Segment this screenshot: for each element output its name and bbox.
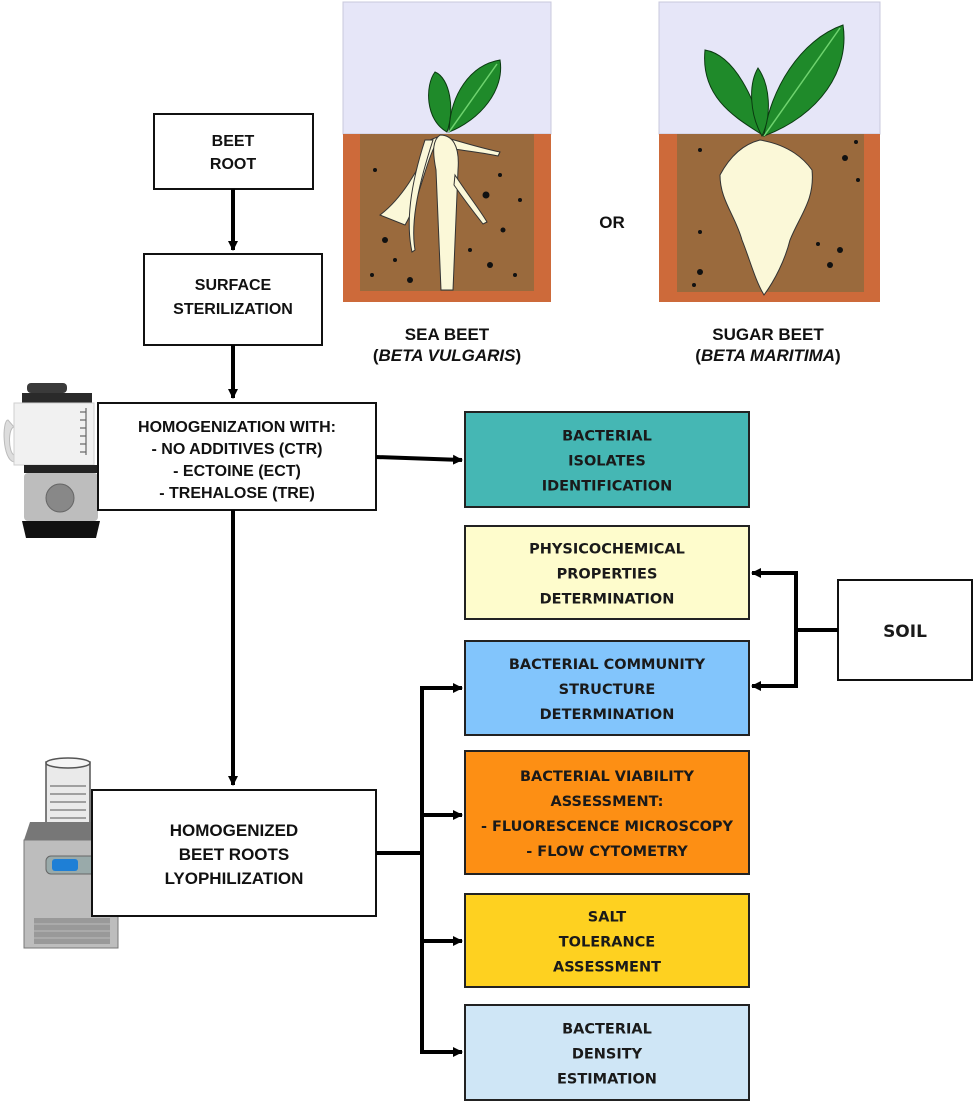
lyophilization-line: LYOPHILIZATION	[165, 869, 304, 888]
lyophilization-line: HOMOGENIZED	[170, 821, 298, 840]
sugar-beet-illustration	[658, 1, 881, 302]
analysis-box-line: BACTERIAL	[562, 429, 652, 445]
analysis-box-line: ASSESSMENT:	[551, 794, 664, 810]
analysis-box-line: PHYSICOCHEMICAL	[529, 542, 685, 558]
analysis-box-line: DETERMINATION	[540, 707, 675, 723]
sea-beet-label: SEA BEET	[405, 325, 490, 344]
analysis-box-line: ESTIMATION	[557, 1072, 657, 1088]
analysis-box-line: BACTERIAL	[562, 1022, 652, 1038]
homogenization-line: - TREHALOSE (TRE)	[159, 485, 315, 502]
analysis-box-line: ISOLATES	[568, 454, 646, 470]
analysis-box-background	[464, 750, 750, 875]
analysis-box-physicochemical: PHYSICOCHEMICAL PROPERTIES DETERMINATION	[464, 525, 750, 620]
lyophilization-branch-connector	[376, 683, 463, 1057]
analysis-box-line: ASSESSMENT	[553, 960, 661, 976]
analysis-box-background	[464, 525, 750, 620]
analysis-box-density: BACTERIAL DENSITY ESTIMATION	[464, 1004, 750, 1101]
homogenization-line: HOMOGENIZATION WITH:	[138, 419, 336, 436]
homogenization-box: HOMOGENIZATION WITH: - NO ADDITIVES (CTR…	[97, 402, 377, 511]
analysis-box-background	[464, 893, 750, 988]
beet-root-line: BEET	[212, 133, 255, 150]
analysis-box-line: IDENTIFICATION	[542, 479, 673, 495]
beet-root-line: ROOT	[210, 156, 256, 173]
analysis-boxes: BACTERIAL ISOLATES IDENTIFICATION PHYSICOCH…	[464, 411, 750, 1101]
analysis-box-line: BACTERIAL COMMUNITY	[509, 657, 706, 673]
analysis-box-background	[464, 640, 750, 736]
analysis-box-isolates: BACTERIAL ISOLATES IDENTIFICATION	[464, 411, 750, 508]
analysis-box-background	[464, 1004, 750, 1101]
soil-branch-connector	[751, 568, 838, 691]
sea-beet-latin: (BETA VULGARIS)	[373, 346, 521, 365]
sterilization-line: SURFACE	[195, 277, 272, 294]
analysis-box-line: TOLERANCE	[559, 935, 655, 951]
soil-box: SOIL	[837, 579, 973, 681]
analysis-box-line: - FLUORESCENCE MICROSCOPY	[481, 819, 734, 835]
analysis-box-line: - FLOW CYTOMETRY	[526, 844, 688, 860]
arrow-to-isolates	[375, 454, 463, 465]
analysis-box-background	[464, 411, 750, 508]
analysis-box-line: DETERMINATION	[540, 592, 675, 608]
homogenization-line: - ECTOINE (ECT)	[173, 463, 301, 480]
analysis-box-salt: SALT TOLERANCE ASSESSMENT	[464, 893, 750, 988]
beet-root-box: BEET ROOT	[153, 113, 314, 190]
sugar-beet-latin: (BETA MARITIMA)	[695, 346, 840, 365]
analysis-box-line: DENSITY	[572, 1047, 643, 1063]
analysis-box-line: SALT	[588, 910, 627, 926]
surface-sterilization-box: SURFACE STERILIZATION	[143, 253, 323, 346]
analysis-box-line: STRUCTURE	[559, 682, 656, 698]
homogenization-line: - NO ADDITIVES (CTR)	[152, 441, 323, 458]
soil-label: SOIL	[883, 622, 927, 642]
lyophilization-box: HOMOGENIZED BEET ROOTS LYOPHILIZATION	[91, 789, 377, 917]
lyophilization-line: BEET ROOTS	[179, 845, 290, 864]
analysis-box-line: PROPERTIES	[557, 567, 658, 583]
analysis-box-viability: BACTERIAL VIABILITY ASSESSMENT: - FLUORESC…	[464, 750, 750, 875]
blender-icon	[3, 383, 100, 538]
or-label: OR	[599, 213, 625, 232]
sugar-beet-label: SUGAR BEET	[712, 325, 824, 344]
sea-beet-illustration	[342, 1, 552, 302]
sterilization-line: STERILIZATION	[173, 301, 293, 318]
analysis-box-community: BACTERIAL COMMUNITY STRUCTURE DETERMINATIO…	[464, 640, 750, 736]
analysis-box-line: BACTERIAL VIABILITY	[520, 769, 695, 785]
